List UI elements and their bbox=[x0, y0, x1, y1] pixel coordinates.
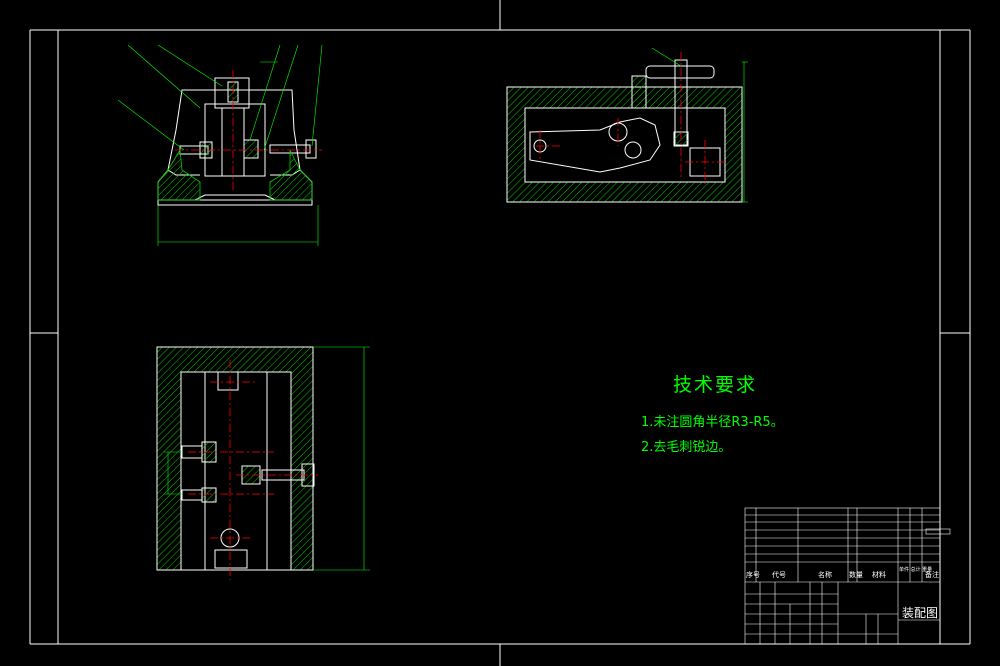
title-block-header-remarks: 备注 bbox=[925, 571, 939, 579]
top-view bbox=[156, 346, 370, 580]
side-view bbox=[506, 47, 748, 203]
title-block-header-code: 代号 bbox=[772, 571, 786, 579]
technical-requirement-note-2: 2.去毛刺锐边。 bbox=[641, 440, 732, 455]
title-block bbox=[744, 507, 951, 645]
title-block-header-index: 序号 bbox=[746, 571, 760, 579]
title-block-header-qty: 数量 bbox=[849, 571, 863, 579]
technical-requirement-note-1: 1.未注圆角半径R3-R5。 bbox=[641, 415, 784, 430]
title-block-header-weight: 单件 总计 重量 bbox=[899, 567, 933, 573]
front-view bbox=[117, 44, 323, 246]
title-block-header-material: 材料 bbox=[872, 571, 886, 579]
title-block-header-name: 名称 bbox=[818, 571, 832, 579]
sheet-border bbox=[29, 0, 971, 666]
drawing-title: 装配图 bbox=[902, 606, 939, 620]
technical-requirements-title: 技术要求 bbox=[673, 374, 758, 396]
